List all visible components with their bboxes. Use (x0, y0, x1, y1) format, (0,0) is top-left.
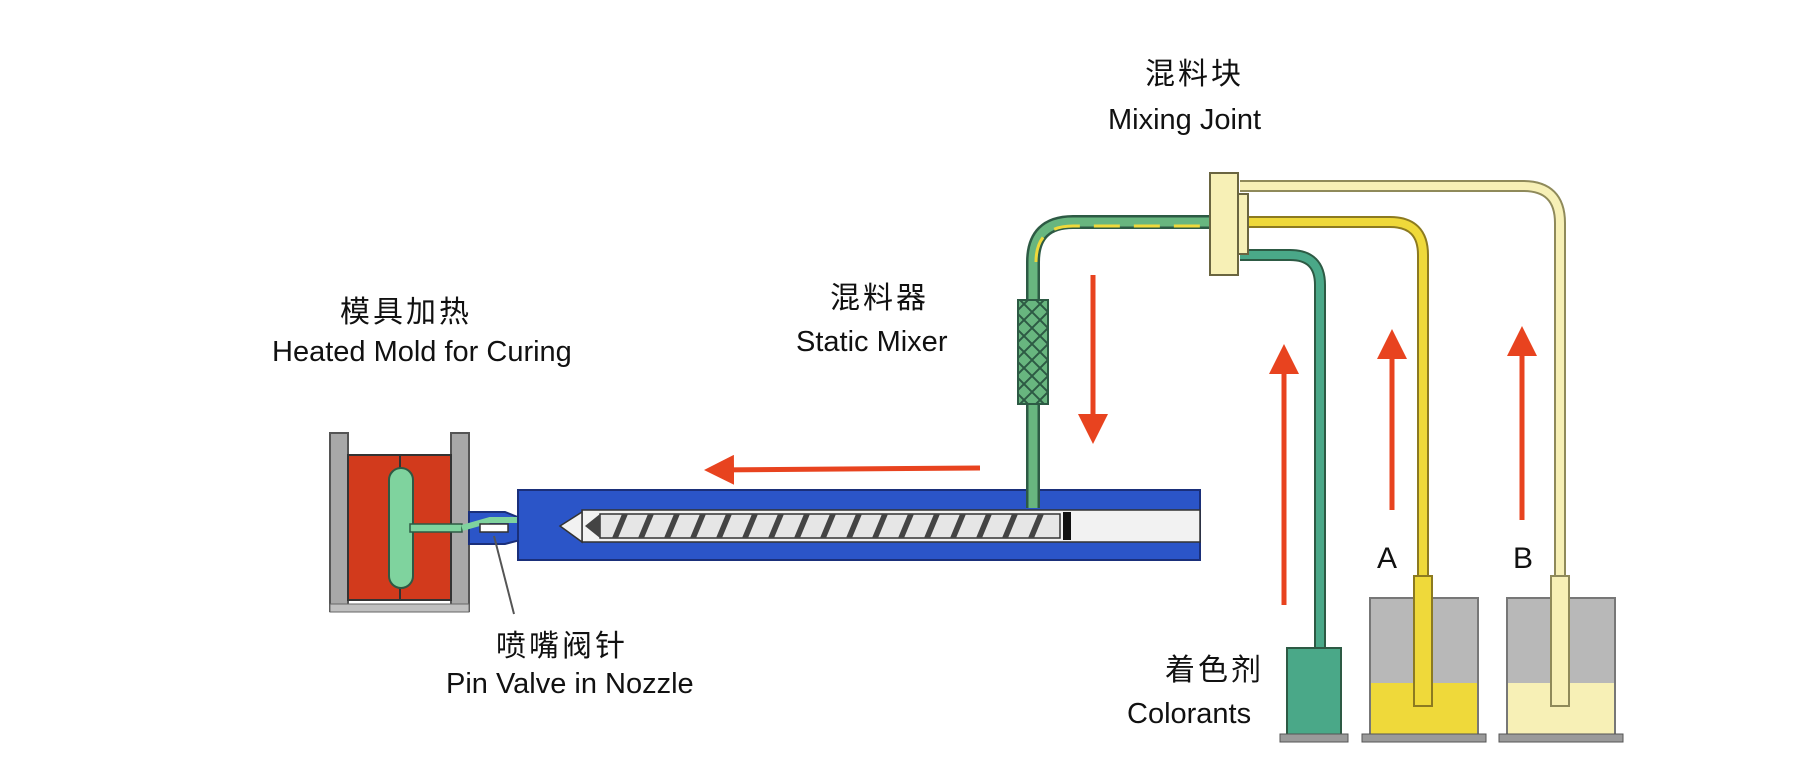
flow-arrow-icon-barrel (704, 454, 981, 485)
screw-flight (716, 514, 732, 538)
screw-flight (742, 514, 758, 538)
pin-valve-label-zh: 喷嘴阀针 (496, 629, 628, 664)
mixing-joint-flange (1237, 193, 1249, 255)
colorant-tank-base (1279, 733, 1349, 743)
mixer-feed-pipe (1028, 217, 1215, 508)
mixing-joint-label-zh: 混料块 (1145, 57, 1244, 92)
pipe-colorant-outline (1240, 249, 1326, 648)
mold-bottom-rail (329, 603, 470, 613)
colorants-label-zh: 着色剂 (1165, 653, 1264, 688)
screw-stop (1063, 512, 1071, 540)
mixing-joint-block-icon (1209, 172, 1249, 276)
storage-tank-a-icon (1361, 575, 1487, 743)
mixing-joint-label-en: Mixing Joint (1108, 104, 1262, 136)
heated-mold (329, 432, 470, 613)
heated-mold-label-en: Heated Mold for Curing (272, 336, 572, 368)
mixer-feed-pipe-outline (1026, 215, 1215, 508)
static-mixer-label-zh: 混料器 (830, 281, 929, 316)
tank-b-base (1498, 733, 1624, 743)
colorants-label-en: Colorants (1127, 698, 1252, 730)
tank-a-label: A (1377, 542, 1398, 575)
screw-flight (1002, 514, 1018, 538)
screw-flight (1028, 514, 1044, 538)
screw-tip (585, 514, 600, 538)
tank-a-base (1361, 733, 1487, 743)
screw-flight (638, 514, 654, 538)
pipe-b (1240, 182, 1564, 578)
screw-flight (872, 514, 888, 538)
injection-unit (461, 489, 1201, 561)
mold-plate-left (329, 432, 349, 612)
screw-flight (820, 514, 836, 538)
mold-runner (409, 523, 463, 533)
pipe-colorant (1240, 251, 1324, 648)
supply-pipes (1240, 180, 1566, 648)
pin-valve-label-en: Pin Valve in Nozzle (446, 668, 694, 700)
mold-plate-right (450, 432, 470, 612)
colorant-tank-body (1286, 647, 1342, 737)
pipe-a-outline (1240, 216, 1429, 578)
static-mixer-label-en: Static Mixer (796, 326, 948, 358)
colorant-tank (1279, 647, 1349, 743)
static-mixer-hatch (1017, 299, 1049, 405)
screw-flight (898, 514, 914, 538)
tank-a-dip-tube (1413, 575, 1433, 707)
screw-flight (612, 514, 628, 538)
tank-b-dip-tube (1550, 575, 1570, 707)
screw-flight (950, 514, 966, 538)
static-mixer-line (1017, 215, 1215, 508)
mixing-joint-block (1209, 172, 1239, 276)
screw-flight (690, 514, 706, 538)
pipe-a (1240, 218, 1427, 578)
screw-flight (924, 514, 940, 538)
pipe-b-outline (1240, 180, 1566, 578)
flow-arrows (704, 275, 1537, 605)
screw-flight (664, 514, 680, 538)
storage-tank-b-icon (1498, 575, 1624, 743)
screw-flight (846, 514, 862, 538)
pin-valve-leader (493, 535, 515, 615)
screw-flight (976, 514, 992, 538)
screw-icon (585, 513, 1061, 539)
mixer-feed-yellow-stripe (1034, 224, 1215, 263)
heated-mold-label-zh: 模具加热 (340, 295, 472, 330)
tank-b-label: B (1513, 542, 1534, 575)
pin-valve (479, 523, 509, 533)
screw-flight (768, 514, 784, 538)
barrel-bore-tip (558, 510, 583, 544)
screw-flight (794, 514, 810, 538)
